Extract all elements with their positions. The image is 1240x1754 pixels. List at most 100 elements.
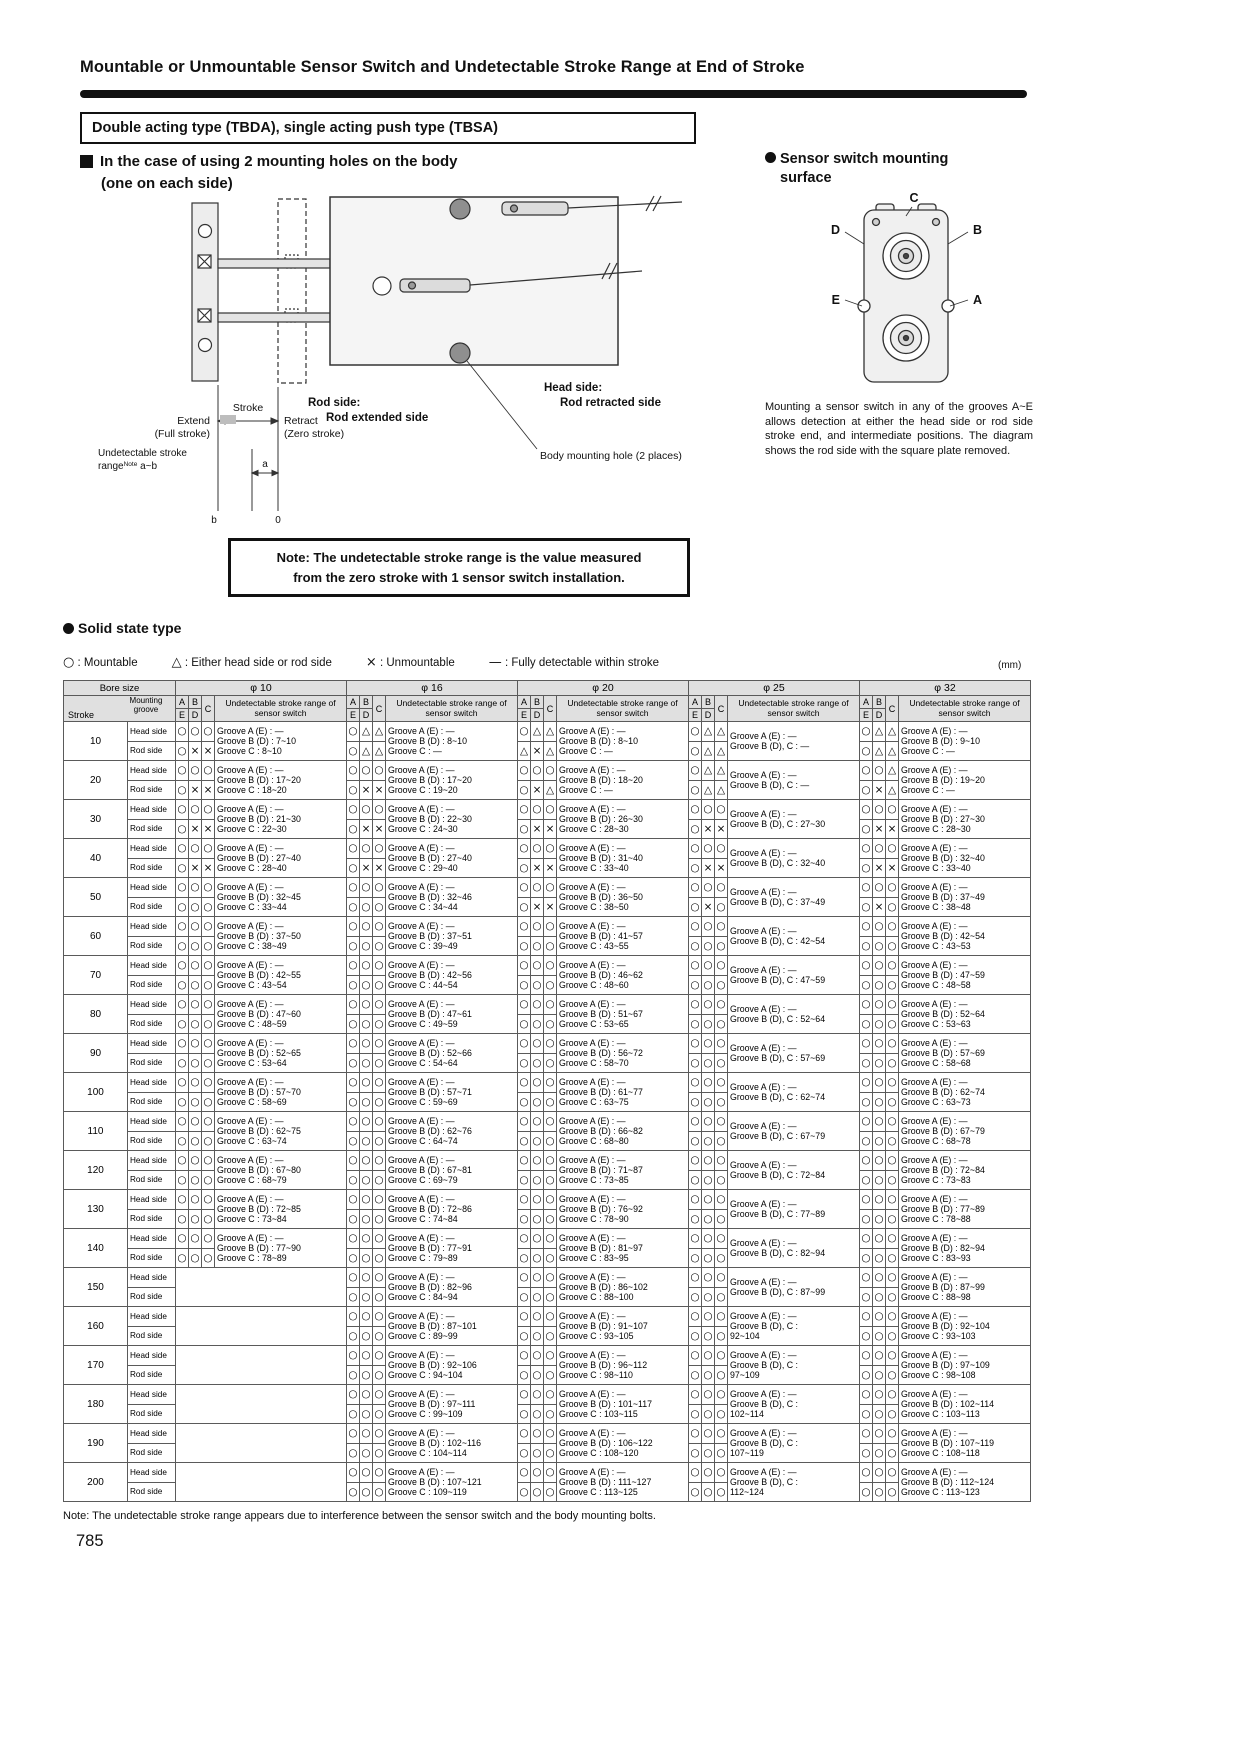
unit-label: (mm) — [998, 660, 1022, 671]
mount-symbol: ○ — [359, 838, 373, 859]
mount-symbol: × — [530, 857, 544, 878]
mount-symbol: ○ — [859, 1111, 873, 1132]
rod-side-label: Rod side — [127, 1130, 176, 1151]
mount-symbol: ○ — [346, 1423, 360, 1444]
undetectable-range: Groove A (E) : — Groove B (D) : 67~80 Gr… — [214, 1150, 347, 1190]
mount-symbol: ○ — [872, 1247, 886, 1268]
mount-symbol: ○ — [517, 1091, 531, 1112]
mount-symbol: ○ — [359, 1345, 373, 1366]
mount-symbol: ○ — [175, 779, 189, 800]
mount-symbol: △ — [359, 721, 373, 742]
mount-symbol: ○ — [688, 1189, 702, 1210]
mount-symbol: ○ — [688, 1052, 702, 1073]
mount-symbol: ○ — [517, 1267, 531, 1288]
note-box-line1: Note: The undetectable stroke range is t… — [276, 550, 642, 565]
bore-size-header: Bore size — [63, 680, 176, 696]
mount-symbol: ○ — [346, 1267, 360, 1288]
mount-symbol: ○ — [872, 1267, 886, 1288]
mount-symbol: ○ — [372, 1208, 386, 1229]
mount-symbol: ○ — [359, 916, 373, 937]
undetectable-range: Groove A (E) : — Groove B (D), C : 97~10… — [727, 1345, 860, 1385]
mount-symbol: ○ — [188, 1052, 202, 1073]
mount-symbol: ○ — [517, 955, 531, 976]
mount-symbol: ○ — [543, 955, 557, 976]
mount-symbol: ○ — [885, 1403, 899, 1424]
mount-symbol: ○ — [530, 1072, 544, 1093]
mount-symbol: ○ — [543, 1345, 557, 1366]
mount-symbol: ○ — [530, 1208, 544, 1229]
mount-symbol: △ — [885, 779, 899, 800]
undetectable-range-label-2: rangeNote a~b — [98, 461, 157, 472]
undetectable-range: Groove A (E) : — Groove B (D) : 77~91 Gr… — [385, 1228, 518, 1268]
mount-symbol: ○ — [688, 838, 702, 859]
mount-symbol: ○ — [701, 1403, 715, 1424]
mount-symbol: ○ — [517, 1423, 531, 1444]
mount-symbol: ○ — [714, 1247, 728, 1268]
mount-symbol: ○ — [346, 994, 360, 1015]
mount-symbol: ○ — [517, 1384, 531, 1405]
rod-side-label: Rod side — [127, 1013, 176, 1034]
mount-symbol: ○ — [701, 1462, 715, 1483]
mount-symbol: × — [701, 818, 715, 839]
mount-symbol: ○ — [714, 1423, 728, 1444]
mount-symbol: ○ — [859, 1267, 873, 1288]
undetectable-range: Groove A (E) : — Groove B (D) : 82~96 Gr… — [385, 1267, 518, 1307]
stroke-value: 180 — [63, 1384, 128, 1424]
mount-symbol: ○ — [859, 1169, 873, 1190]
mount-symbol: ○ — [885, 974, 899, 995]
mount-symbol: × — [359, 818, 373, 839]
mount-symbol: ○ — [859, 760, 873, 781]
mount-symbol: ○ — [359, 1091, 373, 1112]
undetectable-range: Groove A (E) : — Groove B (D) : 51~67 Gr… — [556, 994, 689, 1034]
mount-symbol: ○ — [714, 935, 728, 956]
mount-symbol: ○ — [543, 1306, 557, 1327]
head-side-label: Head side — [127, 721, 176, 742]
mount-symbol: △ — [543, 740, 557, 761]
mount-symbol: ○ — [688, 1481, 702, 1502]
mount-symbol: × — [530, 896, 544, 917]
stroke-value: 60 — [63, 916, 128, 956]
mount-symbol: ○ — [175, 877, 189, 898]
mount-symbol: ○ — [543, 1169, 557, 1190]
mount-symbol: ○ — [688, 1228, 702, 1249]
mount-symbol: ○ — [517, 1189, 531, 1210]
mount-symbol: ○ — [201, 838, 215, 859]
mount-symbol: ○ — [701, 916, 715, 937]
mount-symbol: ○ — [346, 1091, 360, 1112]
rod-side-label: Rod side — [127, 818, 176, 839]
undetectable-range: Groove A (E) : — Groove B (D), C : 82~94 — [727, 1228, 860, 1268]
mount-symbol: ○ — [346, 955, 360, 976]
mount-symbol: ○ — [872, 838, 886, 859]
undetectable-range: Groove A (E) : — Groove B (D) : 102~116 … — [385, 1423, 518, 1463]
mount-symbol: ○ — [359, 1228, 373, 1249]
mount-symbol: ○ — [859, 1189, 873, 1210]
mount-symbol: ○ — [372, 1052, 386, 1073]
mount-symbol: ○ — [372, 935, 386, 956]
mount-symbol: ○ — [688, 994, 702, 1015]
rod-side-label: Rod side — [127, 1403, 176, 1424]
mount-symbol: △ — [543, 721, 557, 742]
undetectable-range: Groove A (E) : — Groove B (D), C : 87~99 — [727, 1267, 860, 1307]
mount-symbol: ○ — [517, 799, 531, 820]
mount-symbol: ○ — [530, 1228, 544, 1249]
mount-symbol: ○ — [346, 896, 360, 917]
mount-symbol: × — [372, 857, 386, 878]
mount-symbol: ○ — [885, 916, 899, 937]
mount-symbol: ○ — [859, 1052, 873, 1073]
mount-symbol: ○ — [885, 1072, 899, 1093]
mount-symbol: △ — [701, 779, 715, 800]
mount-symbol: × — [543, 857, 557, 878]
undetectable-range: Groove A (E) : — Groove B (D) : 7~10 Gro… — [214, 721, 347, 761]
mount-symbol: ○ — [543, 1481, 557, 1502]
groove-col-c: C — [372, 695, 386, 722]
range-header: Undetectable stroke range of sensor swit… — [556, 695, 689, 722]
mount-symbol: ○ — [175, 1052, 189, 1073]
mount-symbol: ○ — [517, 994, 531, 1015]
mount-symbol: × — [714, 818, 728, 839]
undetectable-range: Groove A (E) : — Groove B (D) : 42~54 Gr… — [898, 916, 1031, 956]
mount-symbol: ○ — [885, 1286, 899, 1307]
mount-symbol: ○ — [859, 779, 873, 800]
bore-header-20: φ 20 — [517, 680, 689, 696]
mount-symbol: ○ — [346, 1033, 360, 1054]
head-side-label: Head side — [127, 838, 176, 859]
